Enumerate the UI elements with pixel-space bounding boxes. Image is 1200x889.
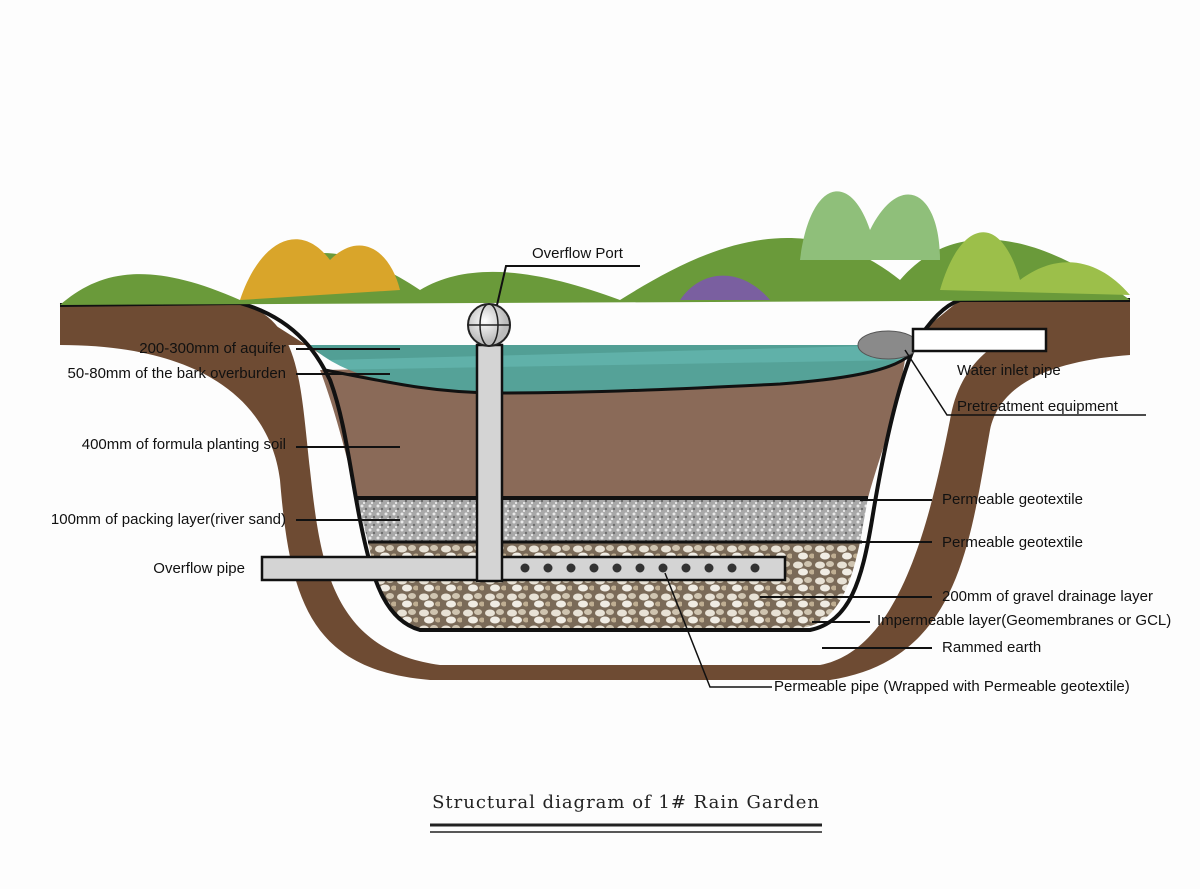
label-overflow-port: Overflow Port: [532, 245, 623, 262]
aquifer-water: [310, 345, 915, 392]
plants: [60, 191, 1130, 305]
label-impermeable: Impermeable layer(Geomembranes or GCL): [877, 612, 1172, 629]
label-rammed-earth: Rammed earth: [942, 639, 1042, 656]
diagram-title: Structural diagram of 1# Rain Garden: [432, 792, 820, 813]
label-bark: 50-80mm of the bark overburden: [67, 365, 286, 382]
planting-soil-layer: [320, 360, 905, 498]
rammed-earth: [60, 300, 1130, 680]
label-geotextile-lower: Permeable geotextile: [942, 534, 1083, 551]
label-permeable-pipe: Permeable pipe (Wrapped with Permeable g…: [774, 678, 1130, 695]
water-inlet-pipe: [911, 327, 1048, 353]
label-overflow-pipe: Overflow pipe: [153, 560, 245, 577]
sand-layer: [357, 498, 868, 542]
label-inlet-pipe: Water inlet pipe: [957, 362, 1061, 379]
leader-lines: [296, 265, 1146, 688]
label-gravel: 200mm of gravel drainage layer: [942, 588, 1153, 605]
label-sand: 100mm of packing layer(river sand): [50, 511, 286, 528]
pretreatment-equipment: [857, 330, 919, 360]
label-soil: 400mm of formula planting soil: [81, 436, 286, 453]
permeable-pipe-holes: [520, 563, 760, 573]
gravel-layer: [368, 542, 860, 628]
label-geotextile-upper: Permeable geotextile: [942, 491, 1083, 508]
label-aquifer: 200-300mm of aquifer: [139, 340, 286, 357]
label-pretreatment: Pretreatment equipment: [957, 398, 1118, 415]
overflow-port-grate: [467, 303, 511, 347]
